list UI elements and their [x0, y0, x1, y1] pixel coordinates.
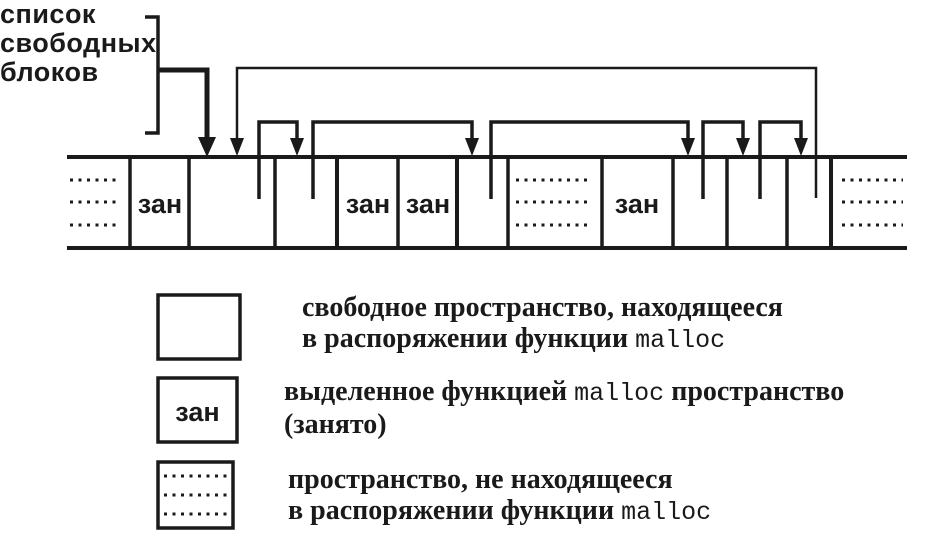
arrow-head-icon	[198, 137, 216, 157]
legend-free-line2: в распоряжении функции	[302, 323, 636, 354]
malloc-code-text: malloc	[574, 379, 665, 408]
malloc-code-text: malloc	[635, 326, 726, 355]
legend-outside-line1: пространство, не находящееся	[288, 464, 673, 495]
legend-item-free-text: свободное пространство, находящееся в ра…	[302, 292, 783, 356]
legend-allocated-line1-suffix: пространство	[664, 376, 845, 407]
legend-item-allocated-text: выделенное функцией malloc пространство …	[284, 376, 844, 440]
link-block2-block3	[311, 120, 479, 199]
legend-allocated-box	[156, 376, 239, 444]
arrow-head-icon	[794, 138, 808, 156]
legend-free-box	[156, 293, 242, 361]
bar-dividers	[128, 157, 833, 248]
arrow-head-icon	[465, 138, 479, 156]
legend-free-line1: свободное пространство, находящееся	[302, 292, 783, 323]
legend-outside-box	[156, 460, 235, 530]
bar-segment-label-allocated: зан	[614, 189, 660, 219]
bar-segment-label-allocated: зан	[137, 189, 183, 219]
arrow-head-icon	[230, 138, 244, 156]
bar-segment-label-allocated: зан	[345, 189, 391, 219]
arrow-head-icon	[736, 138, 750, 156]
malloc-code-text: malloc	[621, 498, 712, 527]
legend-outside-line2: в распоряжении функции	[288, 495, 622, 526]
outside-malloc-hatching	[70, 178, 903, 227]
arrow-head-icon	[681, 138, 695, 156]
arrow-head-icon	[290, 138, 304, 156]
link-block3-block4	[489, 120, 695, 199]
legend-allocated-line2: (занято)	[284, 409, 387, 440]
legend-boxes	[156, 293, 242, 530]
link-block1-block2	[257, 120, 304, 199]
free-list-head-pointer	[158, 67, 216, 157]
free-list-bracket	[145, 15, 160, 135]
legend-outside-hatching	[164, 474, 228, 516]
legend-item-outside-text: пространство, не находящееся в распоряже…	[288, 464, 711, 528]
free-list-label: список свободных блоков	[0, 0, 157, 87]
link-block4-block5	[701, 120, 750, 199]
bar-segment-label-allocated: зан	[405, 189, 451, 219]
free-list-links	[158, 66, 818, 199]
link-last-to-first	[230, 66, 818, 198]
link-block5-block6	[758, 120, 808, 199]
legend-allocated-box-label: зан	[175, 397, 220, 427]
legend-allocated-line1-prefix: выделенное функцией	[284, 376, 575, 407]
